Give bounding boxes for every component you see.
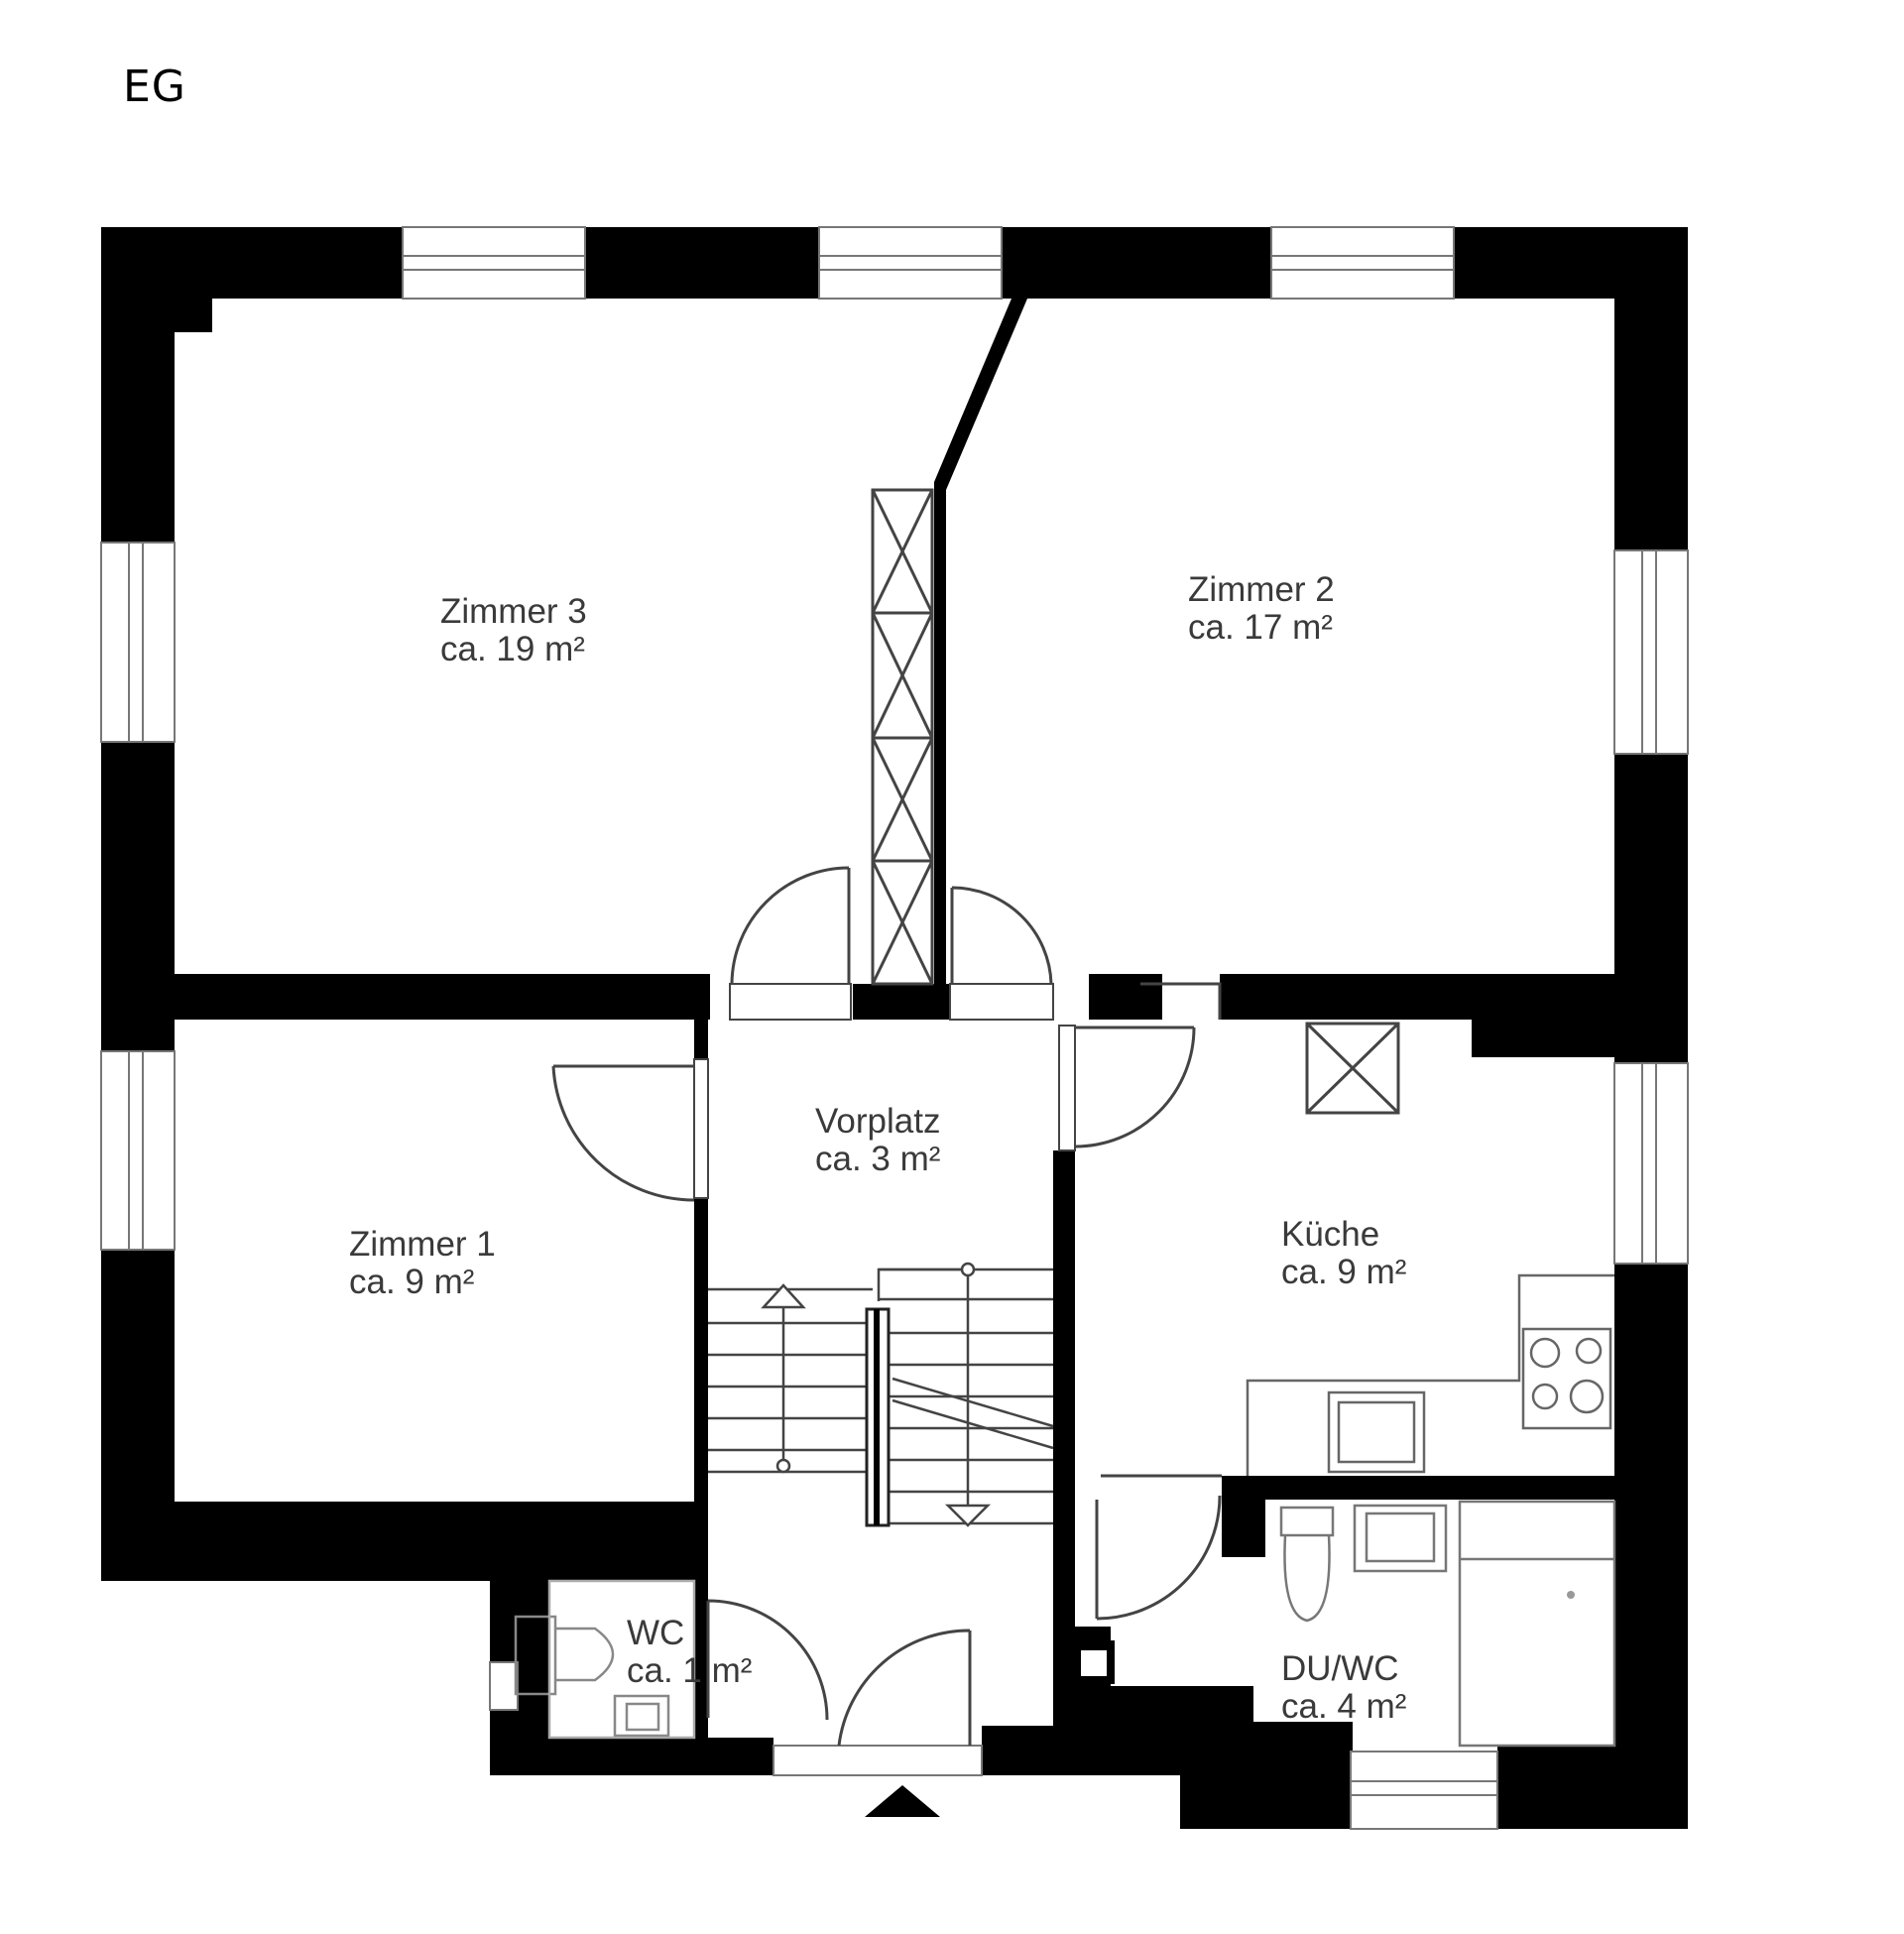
door-kueche — [1074, 1026, 1196, 1148]
wall-bottom-du-2 — [1497, 1746, 1688, 1829]
wall-du-corner — [1180, 1722, 1250, 1829]
room-labels: Zimmer 3 ca. 19 m² Zimmer 2 ca. 17 m² Zi… — [349, 570, 1408, 1726]
wall-top-3 — [1002, 227, 1271, 299]
wall-vorplatz-top — [853, 984, 950, 1020]
walls — [101, 227, 1688, 1829]
shower — [1458, 1500, 1616, 1748]
doors — [551, 866, 1222, 1747]
wall-du-jamb — [1222, 1476, 1265, 1557]
wall-bottom-left — [101, 1502, 696, 1581]
wall-entrance-right — [982, 1726, 1081, 1775]
toilet-du — [1283, 1534, 1331, 1623]
window-left-1 — [100, 542, 176, 743]
kitchen-shaft — [1305, 1022, 1400, 1115]
wall-left-2 — [101, 742, 175, 1051]
window-top-2 — [818, 226, 1003, 300]
window-wc — [489, 1661, 519, 1711]
window-right-2 — [1613, 1062, 1689, 1265]
room-label-vorplatz: Vorplatz ca. 3 m² — [815, 1102, 950, 1178]
toilet-tank-wc — [514, 1615, 557, 1696]
door-wc — [706, 1599, 829, 1721]
wall-interior-z2-k-2 — [1220, 974, 1688, 1020]
window-right-1 — [1613, 549, 1689, 755]
room-label-zimmer-3: Zimmer 3 ca. 19 m² — [440, 592, 597, 668]
toilet-wc — [555, 1627, 615, 1682]
window-left-2 — [100, 1050, 176, 1251]
wall-right-1 — [1614, 227, 1688, 550]
room-label-du-wc: DU/WC ca. 4 m² — [1281, 1649, 1408, 1726]
kueche-niche — [1140, 982, 1222, 1020]
wall-interior-z2-k-1 — [1089, 974, 1162, 1020]
stove — [1521, 1327, 1612, 1430]
window-top-1 — [402, 226, 586, 300]
entrance-arrow — [865, 1785, 940, 1817]
wall-interior-kueche-step — [1472, 1020, 1688, 1057]
washbasin — [1353, 1504, 1448, 1573]
wall-top-2 — [585, 227, 819, 299]
door-du-wc — [1095, 1495, 1222, 1621]
staircase — [708, 1262, 1054, 1527]
wall-kueche-du — [1222, 1476, 1688, 1500]
windows — [100, 226, 1689, 1830]
window-top-3 — [1270, 226, 1455, 300]
wall-vorplatz-right — [1053, 1150, 1075, 1746]
room-label-zimmer-1: Zimmer 1 ca. 9 m² — [349, 1225, 506, 1301]
wall-interior-z3-z1 — [175, 974, 710, 1020]
room-label-wc: WC ca. 1 m² — [627, 1614, 752, 1690]
shaft-column — [871, 488, 934, 986]
door-zimmer-2 — [950, 886, 1053, 985]
wall-bottom-wc — [490, 1738, 774, 1775]
wall-z3-z2-diagonal — [934, 299, 1027, 490]
wall-right-3 — [1614, 1264, 1688, 1829]
kitchen-sink — [1327, 1390, 1426, 1474]
toilet-tank-du — [1279, 1506, 1335, 1537]
room-label-kueche: Küche ca. 9 m² — [1281, 1215, 1406, 1291]
bathroom-fixtures — [1279, 1500, 1616, 1748]
kitchen-fixtures — [1246, 1273, 1614, 1476]
door-entrance — [837, 1629, 972, 1747]
door-zimmer-1 — [551, 1064, 695, 1202]
wall-vorplatz-left — [694, 1198, 708, 1746]
shaft-inner — [1081, 1650, 1107, 1676]
door-zimmer-3 — [730, 866, 851, 992]
window-bottom-du — [1350, 1751, 1498, 1830]
floor-label: EG — [123, 61, 186, 112]
sink-wc — [613, 1694, 670, 1738]
wall-vorplatz-left-top — [694, 1020, 708, 1059]
wall-left-1 — [101, 227, 175, 543]
wc-fixtures — [514, 1579, 696, 1740]
entrance-threshold — [773, 1745, 983, 1776]
room-label-zimmer-2: Zimmer 2 ca. 17 m² — [1188, 570, 1345, 647]
wall-z3-z2 — [934, 482, 946, 988]
